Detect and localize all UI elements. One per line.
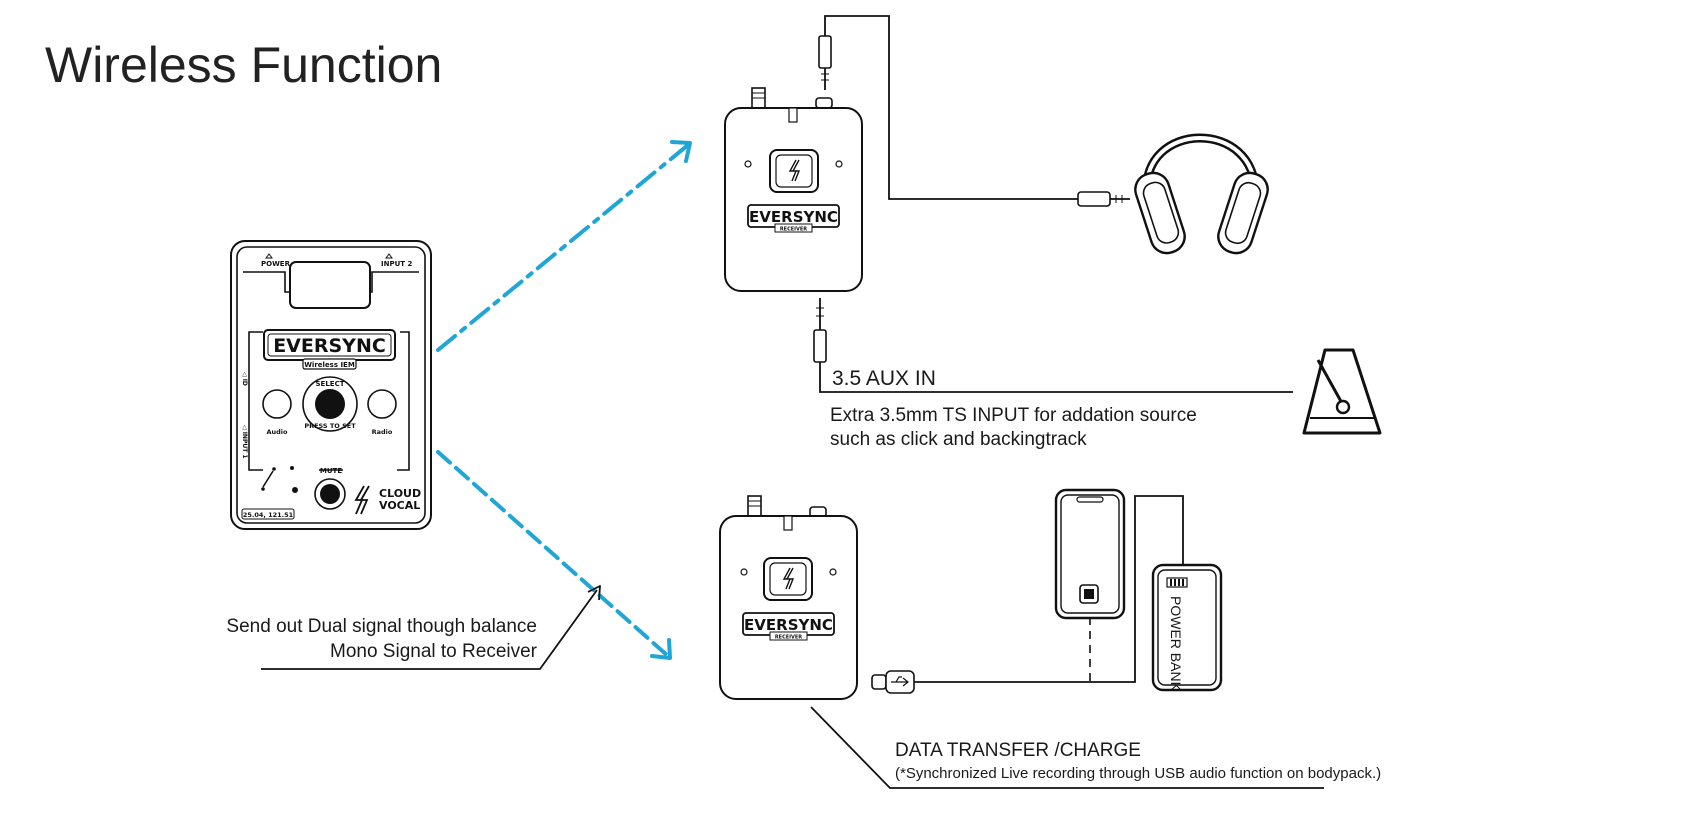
cloud-vocal-logo-icon bbox=[354, 485, 370, 515]
select-label: SELECT bbox=[316, 380, 345, 388]
side-label-left-input: ◁ INPUT 1 bbox=[241, 425, 248, 459]
receiver-top: EVERSYNC RECEIVER bbox=[724, 87, 863, 292]
page-title: Wireless Function bbox=[45, 37, 442, 93]
input2-port-label: INPUT 2 bbox=[381, 260, 412, 268]
headphones-icon bbox=[1134, 133, 1269, 255]
status-led bbox=[292, 487, 298, 493]
radio-button[interactable] bbox=[367, 389, 397, 419]
usb-cable bbox=[871, 495, 1184, 694]
radio-label: Radio bbox=[372, 428, 393, 436]
select-knob[interactable] bbox=[315, 389, 345, 419]
receiver-bottom: EVERSYNC RECEIVER bbox=[719, 495, 858, 700]
receiver-top-brand: EVERSYNC bbox=[749, 208, 838, 226]
power-arrow-icon bbox=[265, 253, 273, 259]
lightning-icon bbox=[782, 567, 795, 590]
headphone-jack-plug bbox=[1077, 191, 1111, 207]
aux-input bbox=[813, 298, 1293, 393]
cloud-label: CLOUD bbox=[379, 487, 421, 500]
audio-label: Audio bbox=[266, 428, 288, 436]
audio-button[interactable] bbox=[262, 389, 292, 419]
aux-jack-plug bbox=[813, 329, 827, 363]
signal-arrow-lower bbox=[436, 450, 670, 658]
data-caption-pointer bbox=[810, 706, 1324, 789]
data-transfer-note: (*Synchronized Live recording through US… bbox=[895, 765, 1381, 782]
headphone-cable bbox=[818, 15, 1130, 207]
phone-icon bbox=[1054, 488, 1126, 620]
transmitter-brand-logo: EVERSYNC bbox=[273, 335, 386, 357]
press-to-set-label: PRESS TO SET bbox=[304, 422, 356, 430]
transmitter-model-label: Wireless IEM bbox=[304, 361, 355, 369]
receiver-top-body bbox=[724, 107, 863, 292]
top-jack-plug bbox=[818, 35, 832, 69]
receiver-top-sublabel: RECEIVER bbox=[780, 227, 807, 233]
signal-arrow-upper bbox=[436, 143, 690, 352]
aux-title: 3.5 AUX IN bbox=[832, 367, 936, 390]
signal-arrowhead-upper bbox=[670, 140, 692, 163]
aux-description-line1: Extra 3.5mm TS INPUT for addation source bbox=[830, 405, 1197, 426]
send-caption-line2: Mono Signal to Receiver bbox=[330, 641, 538, 662]
input2-arrow-icon bbox=[385, 253, 393, 259]
vocal-label: VOCAL bbox=[379, 499, 420, 512]
power-bank-label: POWER BANK bbox=[1168, 596, 1184, 692]
lightning-icon bbox=[788, 159, 801, 182]
side-label-left-top: ◁ ID bbox=[241, 372, 248, 386]
receiver-bottom-body bbox=[719, 515, 858, 700]
transmitter-screen bbox=[289, 261, 371, 309]
usb-icon bbox=[891, 676, 909, 687]
frequency-tag: 25.04, 121.51 bbox=[243, 511, 294, 519]
aux-description-line2: such as click and backingtrack bbox=[830, 429, 1087, 450]
receiver-bottom-brand: EVERSYNC bbox=[744, 616, 833, 634]
send-caption bbox=[261, 585, 601, 670]
signal-arrowhead-lower bbox=[650, 638, 672, 660]
metronome-icon bbox=[1302, 348, 1382, 435]
power-port-label: POWER bbox=[261, 260, 291, 268]
receiver-bottom-sublabel: RECEIVER bbox=[775, 635, 802, 641]
data-transfer-title: DATA TRANSFER /CHARGE bbox=[895, 740, 1141, 761]
power-bank-icon: POWER BANK bbox=[1151, 563, 1223, 692]
send-caption-line1: Send out Dual signal though balance bbox=[226, 616, 537, 637]
transmitter-unit: POWER INPUT 2 EVERSYNC Wireless IEM ◁ ID… bbox=[230, 240, 432, 530]
wireless-signal-arrows bbox=[436, 140, 692, 660]
mute-label: MUTE bbox=[320, 467, 342, 475]
